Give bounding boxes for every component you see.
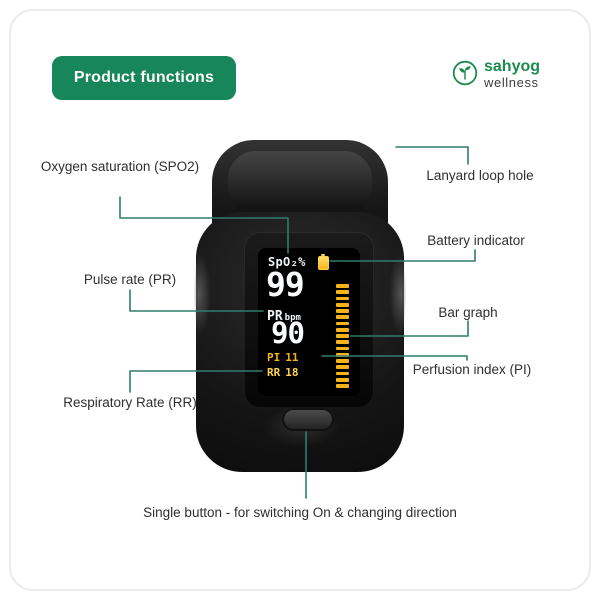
product-functions-badge: Product functions xyxy=(52,56,236,100)
rr-row: RR 18 xyxy=(267,366,299,379)
callout-oxygen-saturation: Oxygen saturation (SPO2) xyxy=(40,159,200,174)
power-button xyxy=(282,408,334,431)
callout-bar-graph: Bar graph xyxy=(438,305,498,320)
spo2-label: SpO₂% xyxy=(268,255,306,269)
brand-name: sahyog xyxy=(484,58,541,75)
leaf-icon xyxy=(452,60,478,86)
badge-label: Product functions xyxy=(73,69,215,86)
device-right-highlight xyxy=(378,236,406,352)
spo2-value: 99 xyxy=(266,265,305,304)
brand-logo: sahyog wellness xyxy=(452,58,540,91)
brand-text: sahyog wellness xyxy=(484,58,540,91)
device-left-highlight xyxy=(194,236,222,352)
callout-single-button: Single button - for switching On & chang… xyxy=(143,505,457,520)
callout-pulse-rate: Pulse rate (PR) xyxy=(83,272,177,287)
pi-value: 11 xyxy=(285,351,299,364)
callout-lanyard-loop-hole: Lanyard loop hole xyxy=(426,168,534,183)
bar-graph xyxy=(336,284,349,388)
brand-tagline: wellness xyxy=(484,75,539,91)
finger-bay xyxy=(228,151,372,217)
pr-unit: bpm xyxy=(284,313,301,323)
pi-row: PI 11 xyxy=(267,351,299,364)
battery-icon xyxy=(317,254,329,270)
pi-label: PI xyxy=(267,351,281,364)
callout-respiratory-rate: Respiratory Rate (RR) xyxy=(63,395,197,410)
rr-value: 18 xyxy=(285,366,299,379)
pr-label: PR xyxy=(267,309,283,324)
callout-perfusion-index: Perfusion index (PI) xyxy=(412,362,532,377)
callout-battery-indicator: Battery indicator xyxy=(427,233,525,248)
spo2-row: SpO₂% xyxy=(268,254,329,270)
pr-value: 90 xyxy=(271,316,305,350)
line-lanyard xyxy=(395,146,469,165)
rr-label: RR xyxy=(267,366,281,379)
